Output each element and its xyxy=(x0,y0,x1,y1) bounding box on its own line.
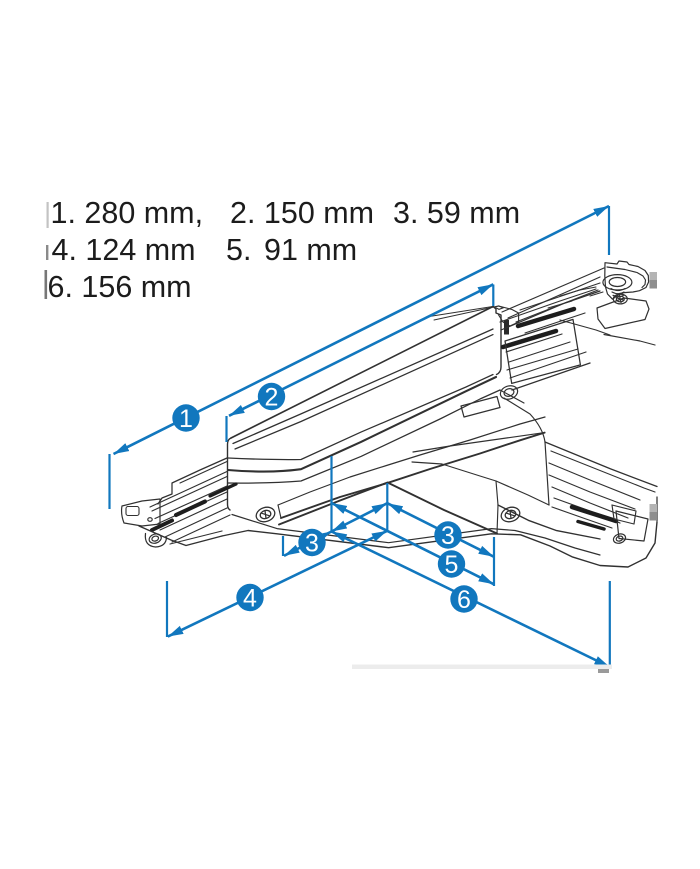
svg-text:2: 2 xyxy=(265,384,279,412)
svg-text:3: 3 xyxy=(305,530,319,558)
svg-text:1: 1 xyxy=(179,405,193,433)
svg-text:4: 4 xyxy=(243,585,257,613)
svg-text:3: 3 xyxy=(441,522,455,550)
svg-text:6: 6 xyxy=(457,586,471,614)
svg-text:5: 5 xyxy=(445,551,459,579)
